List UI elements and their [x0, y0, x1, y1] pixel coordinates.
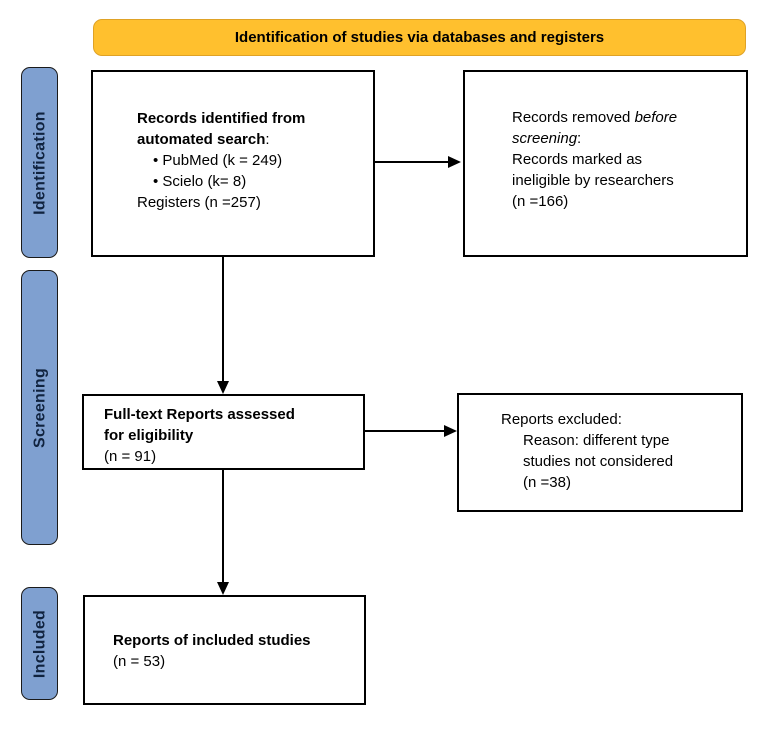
arrow-fulltext-to-excluded-line [365, 430, 445, 432]
reports-excluded-count: (n =38) [523, 474, 571, 491]
records-removed-count: (n =166) [512, 193, 569, 210]
box-records-removed: Records removed before screening: Record… [463, 70, 748, 257]
arrow-identified-to-removed-head [448, 156, 461, 168]
fulltext-count: (n = 91) [104, 448, 157, 465]
stage-identification: Identification [21, 67, 58, 258]
records-identified-bullet-scielo: • Scielo (k= 8) [153, 173, 247, 190]
box-records-identified: Records identified from automated search… [91, 70, 375, 257]
records-identified-bullet-pubmed: • PubMed (k = 249) [153, 152, 283, 169]
reports-excluded-line2: Reason: different type [523, 432, 670, 449]
banner: Identification of studies via databases … [93, 19, 746, 56]
stage-included-label: Included [31, 609, 48, 678]
stage-screening-label: Screening [31, 367, 48, 448]
stage-screening: Screening [21, 270, 58, 545]
fulltext-title-line2: for eligibility [104, 427, 194, 444]
records-removed-line1: Records removed before [512, 109, 678, 126]
records-identified-title-line1: Records identified from [137, 110, 306, 127]
reports-excluded-line3: studies not considered [523, 453, 674, 470]
arrow-fulltext-to-included-line [222, 470, 224, 583]
stage-identification-label: Identification [31, 110, 48, 215]
stage-included: Included [21, 587, 58, 700]
included-reports-count: (n = 53) [113, 653, 166, 670]
box-fulltext-assessed: Full-text Reports assessed for eligibili… [82, 394, 365, 470]
arrow-identified-to-removed-line [375, 161, 449, 163]
records-identified-registers: Registers (n =257) [137, 194, 261, 211]
records-identified-title-line2: automated search: [137, 131, 270, 148]
arrow-fulltext-to-excluded-head [444, 425, 457, 437]
box-included-reports: Reports of included studies (n = 53) [83, 595, 366, 705]
records-removed-line2: screening: [512, 130, 582, 147]
arrow-identified-to-fulltext-head [217, 381, 229, 394]
reports-excluded-line1: Reports excluded: [501, 411, 622, 428]
arrow-identified-to-fulltext-line [222, 257, 224, 383]
banner-title: Identification of studies via databases … [234, 29, 605, 46]
included-reports-title: Reports of included studies [113, 632, 311, 649]
box-reports-excluded: Reports excluded: Reason: different type… [457, 393, 743, 512]
records-removed-line4: ineligible by researchers [512, 172, 674, 189]
arrow-fulltext-to-included-head [217, 582, 229, 595]
records-removed-line3: Records marked as [512, 151, 643, 168]
fulltext-title-line1: Full-text Reports assessed [104, 406, 295, 423]
